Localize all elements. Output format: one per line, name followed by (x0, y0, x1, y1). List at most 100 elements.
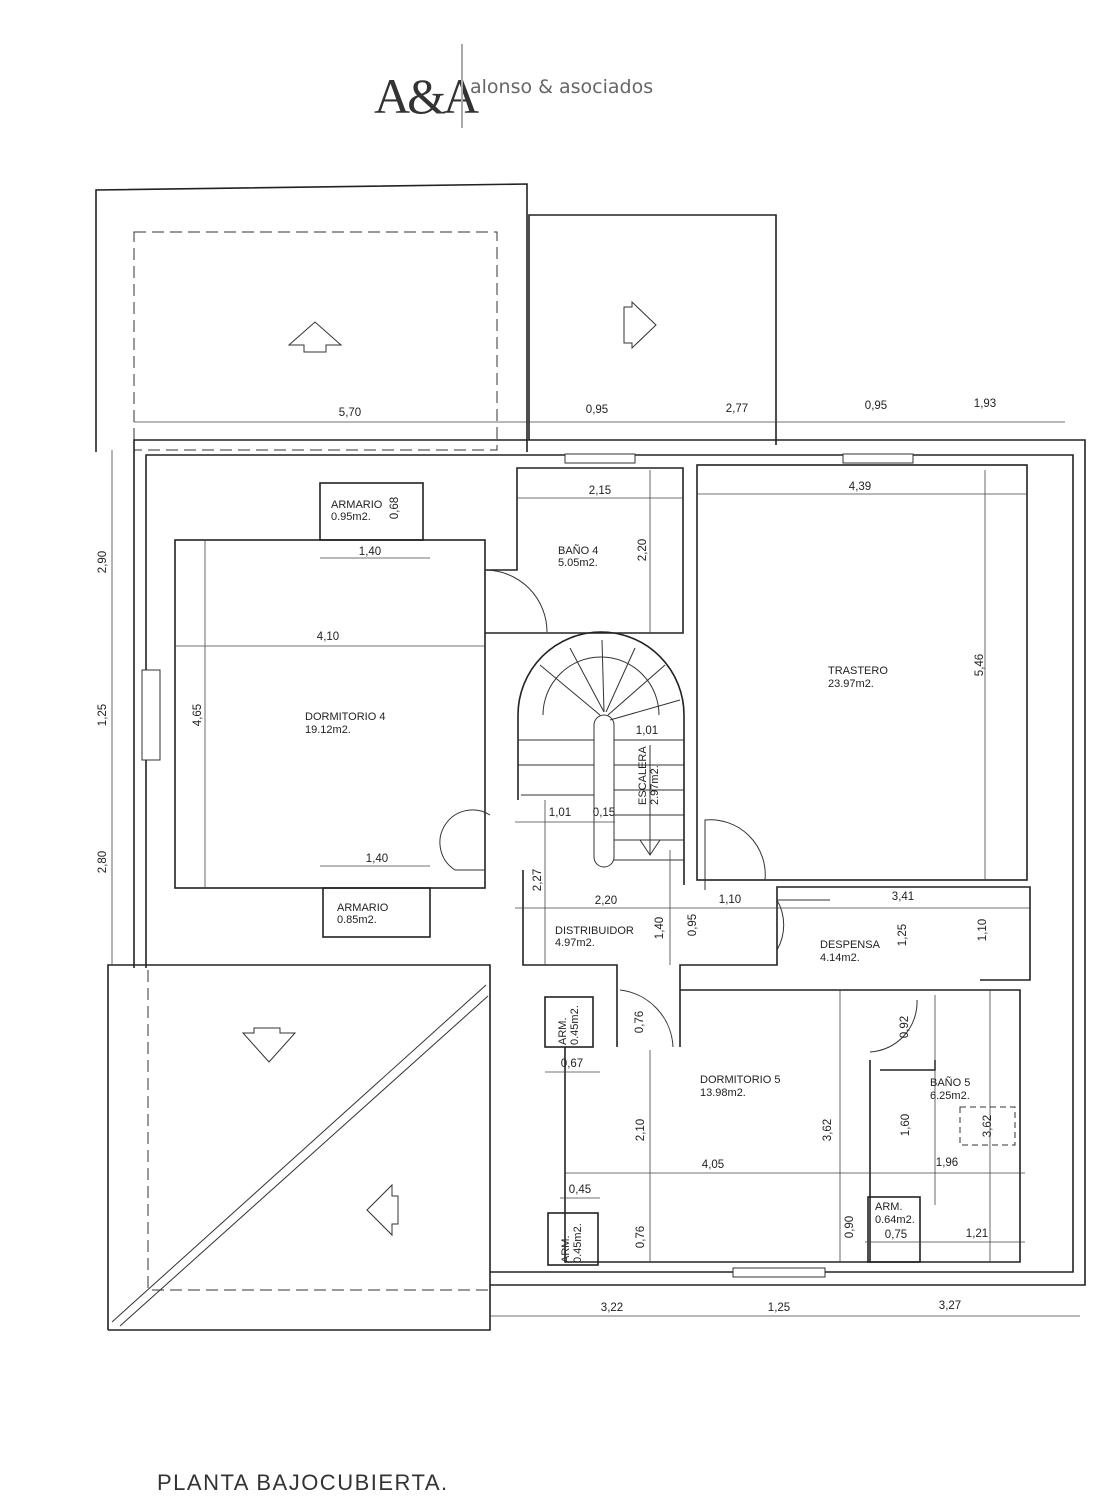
dim: 3,62 (822, 1119, 834, 1141)
dim: 3,62 (982, 1115, 994, 1137)
dim: 3,22 (601, 1302, 623, 1314)
dim: 0,67 (561, 1058, 583, 1070)
room-label: DORMITORIO 4 (305, 711, 385, 723)
dim: 2,80 (97, 851, 109, 873)
dim: 4,10 (317, 631, 339, 643)
dim: 2,27 (532, 869, 544, 891)
room-label: DORMITORIO 5 (700, 1074, 780, 1086)
dim: 0,15 (593, 807, 615, 819)
dimension-lines (111, 421, 1080, 1317)
dim: 1,01 (549, 807, 571, 819)
dim: 3,27 (939, 1300, 961, 1312)
room-bano-5: BAÑO 56.25m2. (930, 1076, 970, 1102)
dim: 0,68 (389, 497, 401, 519)
room-label: 13.98m2. (700, 1087, 746, 1099)
room-label: 23.97m2. (828, 678, 874, 690)
room-label: 4.97m2. (555, 937, 595, 949)
room-label: ARM. (560, 1236, 572, 1264)
dim: 1,96 (936, 1157, 958, 1169)
room-dormitorio-4: DORMITORIO 419.12m2. (305, 711, 385, 736)
dim: 4,65 (192, 704, 204, 726)
dim: 1,40 (654, 917, 666, 939)
room-label: 0.85m2. (337, 914, 377, 926)
room-label: ARM. (557, 1018, 569, 1046)
room-label: TRASTERO (828, 665, 888, 677)
dim: 0,76 (635, 1226, 647, 1248)
dim: 1,10 (977, 919, 989, 941)
dim: 1,25 (897, 924, 909, 946)
dim: 1,10 (719, 894, 741, 906)
dimension-labels: 5,70 0,95 2,77 0,95 1,93 2,90 1,25 2,80 … (97, 398, 996, 1314)
slope-arrow-right-icon (623, 300, 657, 350)
dim: 1,60 (900, 1114, 912, 1136)
exterior-walls (133, 439, 1086, 1286)
dim: 1,25 (97, 704, 109, 726)
dim: 0,92 (899, 1016, 911, 1038)
dim: 0,45 (569, 1184, 591, 1196)
dim: 5,46 (974, 654, 986, 676)
room-label: 0.45m2. (572, 1223, 584, 1263)
slope-arrow-down-icon (241, 1027, 297, 1063)
dim: 1,25 (768, 1302, 790, 1314)
slope-arrow-up-icon (287, 321, 343, 353)
room-label: ESCALERA (637, 746, 649, 805)
room-label: 6.25m2. (930, 1090, 970, 1102)
room-bano-4: BAÑO 45.05m2. (558, 544, 598, 569)
room-label: BAÑO 4 (558, 544, 598, 557)
dim: 1,40 (359, 546, 381, 558)
interior-walls (174, 464, 1031, 1266)
room-arm-2: ARM.0.45m2. (560, 1223, 584, 1263)
window (564, 453, 636, 464)
window (141, 669, 161, 761)
slope-arrow-left-icon (366, 1183, 399, 1237)
dim: 5,70 (339, 407, 361, 419)
room-label: 0.64m2. (875, 1214, 915, 1226)
roof-areas (95, 183, 777, 1331)
room-label: 0.45m2. (569, 1005, 581, 1045)
dim: 2,90 (97, 551, 109, 573)
room-label: BAÑO 5 (930, 1076, 970, 1089)
dim: 3,41 (892, 891, 914, 903)
room-arm-3: ARM.0.64m2. (875, 1201, 915, 1226)
window (732, 1267, 826, 1278)
dim: 0,75 (885, 1229, 907, 1241)
dim: 0,76 (634, 1011, 646, 1033)
dim: 2,10 (635, 1119, 647, 1141)
dim: 2,77 (726, 403, 748, 415)
plan-title: PLANTA BAJOCUBIERTA. (157, 1470, 449, 1495)
dim: 0,90 (844, 1216, 856, 1238)
dim: 0,95 (865, 400, 887, 412)
room-label: ARM. (875, 1201, 903, 1213)
room-arm-1: ARM.0.45m2. (557, 1005, 581, 1045)
window (842, 453, 914, 464)
dim: 2,15 (589, 485, 611, 497)
dim: 1,21 (966, 1228, 988, 1240)
room-label: 5.05m2. (558, 557, 598, 569)
room-label: DESPENSA (820, 939, 881, 951)
room-label: 19.12m2. (305, 724, 351, 736)
dim: 4,39 (849, 481, 871, 493)
dim: 0,95 (586, 404, 608, 416)
dim: 2,20 (637, 539, 649, 561)
dim: 1,01 (636, 725, 658, 737)
dim: 1,40 (366, 853, 388, 865)
room-label: 0.95m2. (331, 511, 371, 523)
room-label: 4.14m2. (820, 952, 860, 964)
dim: 4,05 (702, 1159, 724, 1171)
room-dormitorio-5: DORMITORIO 513.98m2. (700, 1074, 780, 1099)
dim: 2,20 (595, 895, 617, 907)
logo-mark: A&A (374, 68, 479, 124)
room-label: DISTRIBUIDOR (555, 925, 634, 937)
logo-name: alonso & asociados (470, 76, 653, 98)
logo: A&A alonso & asociados (374, 44, 653, 128)
room-label: ARMARIO (331, 499, 383, 511)
dim: 0,95 (687, 914, 699, 936)
